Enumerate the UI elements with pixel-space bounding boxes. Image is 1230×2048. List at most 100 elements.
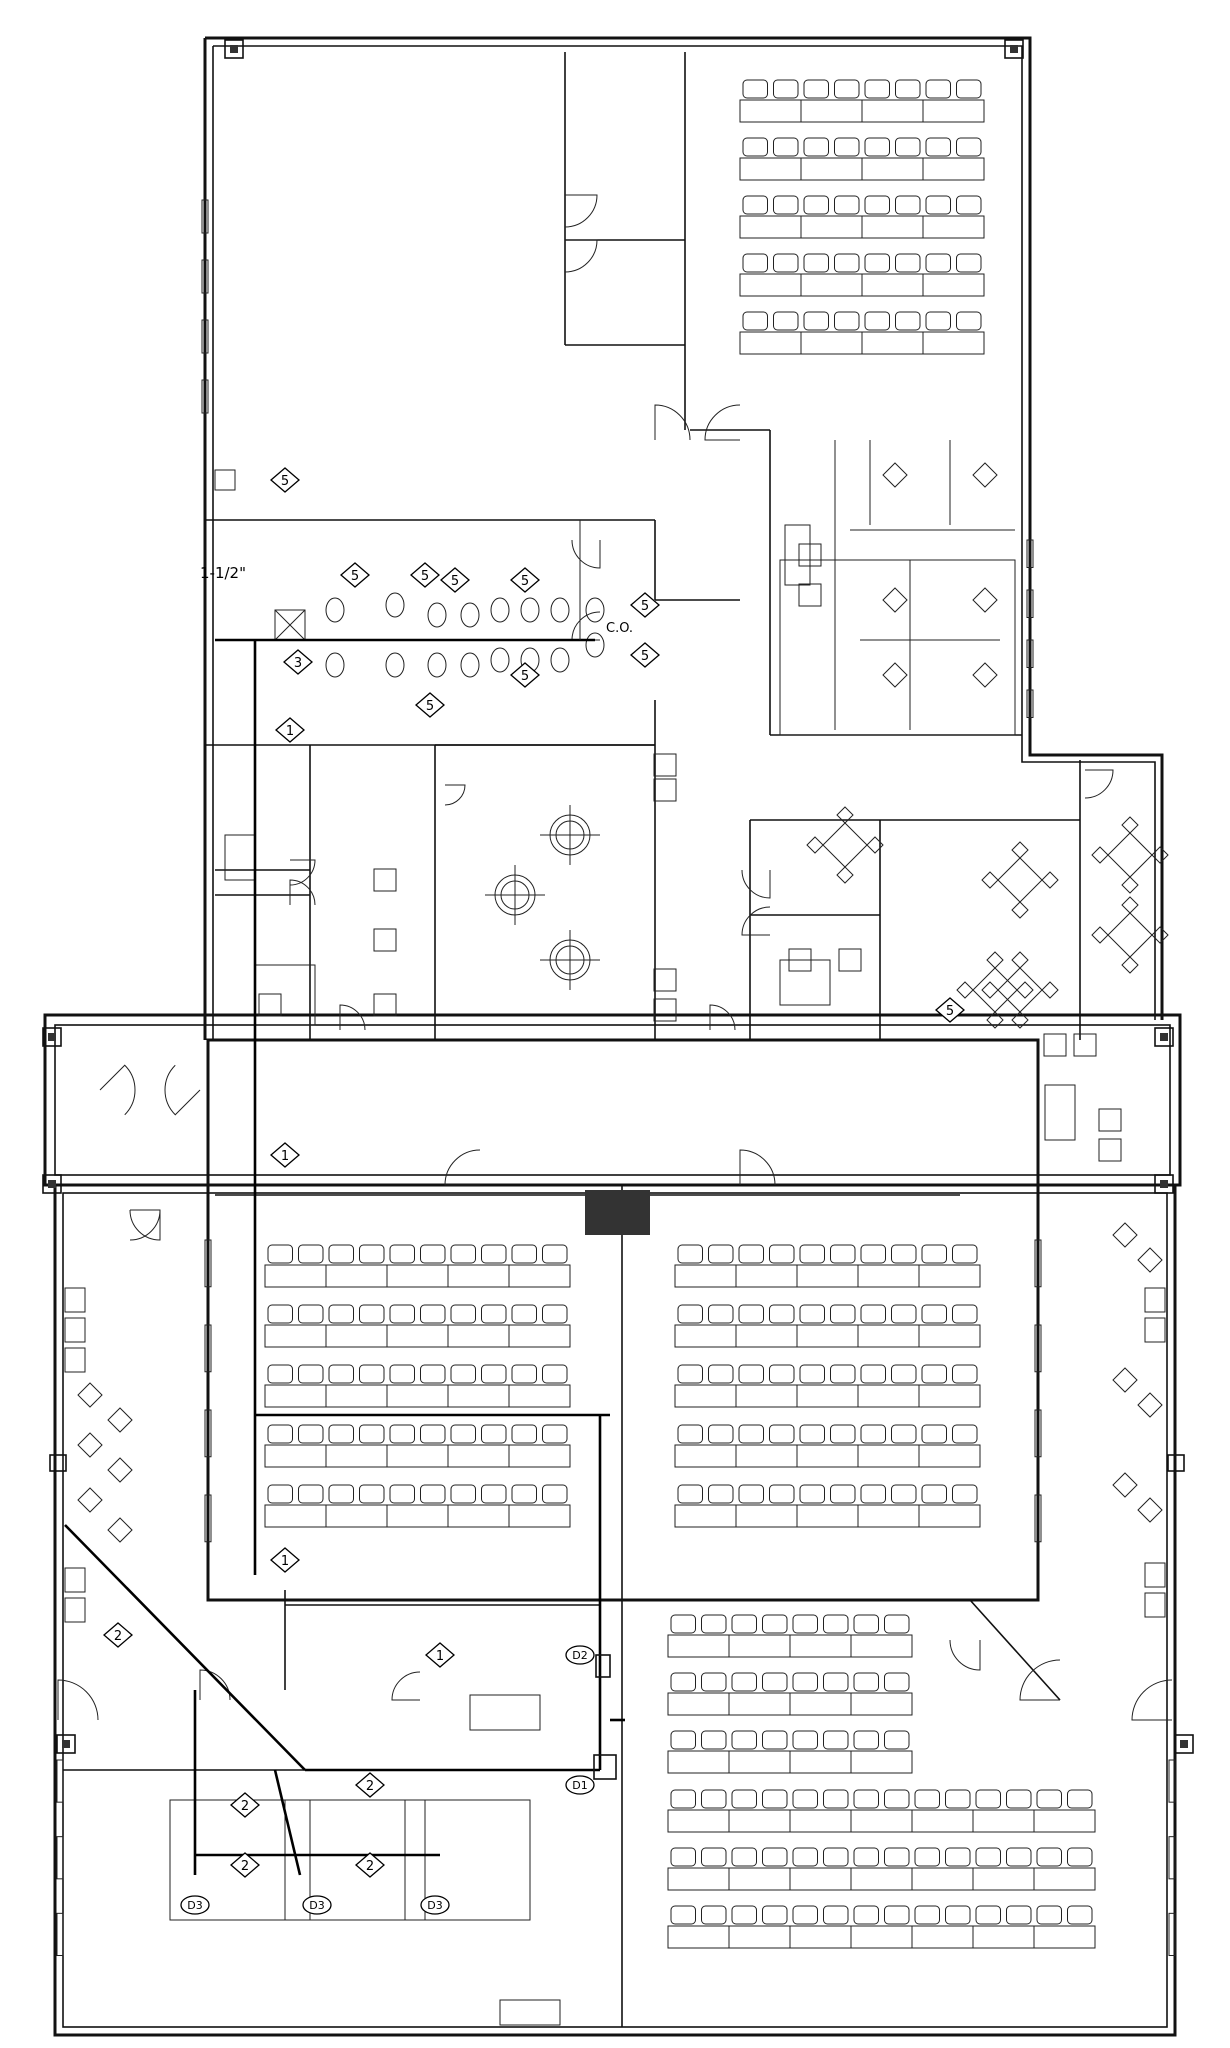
lounge-table	[1112, 1222, 1138, 1248]
classroom-s-seating-b	[667, 1789, 1096, 1949]
chair	[1036, 1847, 1062, 1867]
svg-text:5: 5	[521, 669, 529, 684]
workstation	[972, 587, 998, 613]
chair	[481, 1364, 507, 1384]
chair	[986, 951, 1004, 969]
chair	[267, 1364, 293, 1384]
keynote-tag-2: 2	[230, 1852, 260, 1878]
svg-text:D3: D3	[427, 1899, 442, 1912]
desk-row	[674, 1504, 981, 1528]
chair	[389, 1424, 415, 1444]
chair	[542, 1304, 568, 1324]
door-swing	[741, 869, 771, 899]
chair	[799, 1244, 825, 1264]
chair	[864, 311, 890, 331]
svg-text:5: 5	[641, 599, 649, 614]
square-table	[822, 822, 868, 868]
lounge-chair	[64, 1597, 86, 1623]
chair	[792, 1905, 818, 1925]
square-table	[1107, 832, 1153, 878]
chair	[677, 1364, 703, 1384]
chair	[511, 1244, 537, 1264]
chair	[952, 1304, 978, 1324]
chair	[542, 1424, 568, 1444]
chair	[328, 1484, 354, 1504]
door-swing	[99, 1064, 136, 1116]
desk-row	[264, 1384, 571, 1408]
door-swing	[564, 194, 598, 228]
workstation	[882, 587, 908, 613]
svg-text:5: 5	[421, 569, 429, 584]
chair	[670, 1905, 696, 1925]
door-swing	[741, 906, 771, 936]
keynote-tag-5: 5	[510, 662, 540, 688]
chair	[762, 1789, 788, 1809]
lounge-table	[77, 1487, 103, 1513]
column	[42, 1027, 62, 1047]
door-swing	[571, 611, 601, 641]
column-core	[48, 1033, 56, 1041]
column-core	[1160, 1180, 1168, 1188]
door-swing	[444, 1149, 481, 1186]
chair	[450, 1364, 476, 1384]
lounge-chair	[1144, 1317, 1166, 1343]
workstation	[972, 662, 998, 688]
chair	[708, 1364, 734, 1384]
door-swing	[129, 1209, 161, 1241]
chair	[945, 1789, 971, 1809]
desk-row	[264, 1444, 571, 1468]
svg-text:5: 5	[521, 574, 529, 589]
door-swing	[1019, 1659, 1061, 1701]
chair	[267, 1424, 293, 1444]
chair	[799, 1364, 825, 1384]
chair	[834, 195, 860, 215]
chair	[1121, 876, 1139, 894]
chair	[420, 1364, 446, 1384]
chair	[838, 948, 862, 972]
chair	[708, 1484, 734, 1504]
chair	[1011, 1011, 1029, 1029]
chair	[389, 1484, 415, 1504]
workstation	[882, 662, 908, 688]
chair	[359, 1424, 385, 1444]
chair	[1098, 1108, 1122, 1132]
chair	[884, 1905, 910, 1925]
lecture-east-seating	[674, 1244, 981, 1528]
toilet-fixture	[585, 597, 605, 623]
lab-bench	[284, 1799, 426, 1921]
chair	[420, 1424, 446, 1444]
chair	[267, 1484, 293, 1504]
window	[56, 1759, 64, 1803]
cabinet	[224, 834, 256, 881]
chair	[864, 137, 890, 157]
desk-row	[667, 1925, 1096, 1949]
door-swing	[1084, 769, 1114, 799]
chair	[956, 195, 982, 215]
chair	[956, 79, 982, 99]
chair	[701, 1730, 727, 1750]
chair	[267, 1244, 293, 1264]
keynote-tag-2: 2	[103, 1622, 133, 1648]
chair	[792, 1672, 818, 1692]
toilet-fixture	[550, 597, 570, 623]
lounge-table	[107, 1457, 133, 1483]
chair	[884, 1789, 910, 1809]
chair	[328, 1364, 354, 1384]
chair	[1006, 1905, 1032, 1925]
lounge-chair	[64, 1347, 86, 1373]
window	[204, 1239, 212, 1288]
chair	[952, 1484, 978, 1504]
chair	[328, 1304, 354, 1324]
drain-box	[593, 1754, 617, 1780]
chair	[823, 1730, 849, 1750]
chair	[389, 1304, 415, 1324]
chair	[799, 1424, 825, 1444]
chair	[773, 79, 799, 99]
chair	[799, 1304, 825, 1324]
column-core	[1180, 1740, 1188, 1748]
window	[204, 1324, 212, 1373]
svg-text:5: 5	[426, 699, 434, 714]
chair	[925, 137, 951, 157]
chair	[742, 79, 768, 99]
keynote-tag-5: 5	[510, 567, 540, 593]
